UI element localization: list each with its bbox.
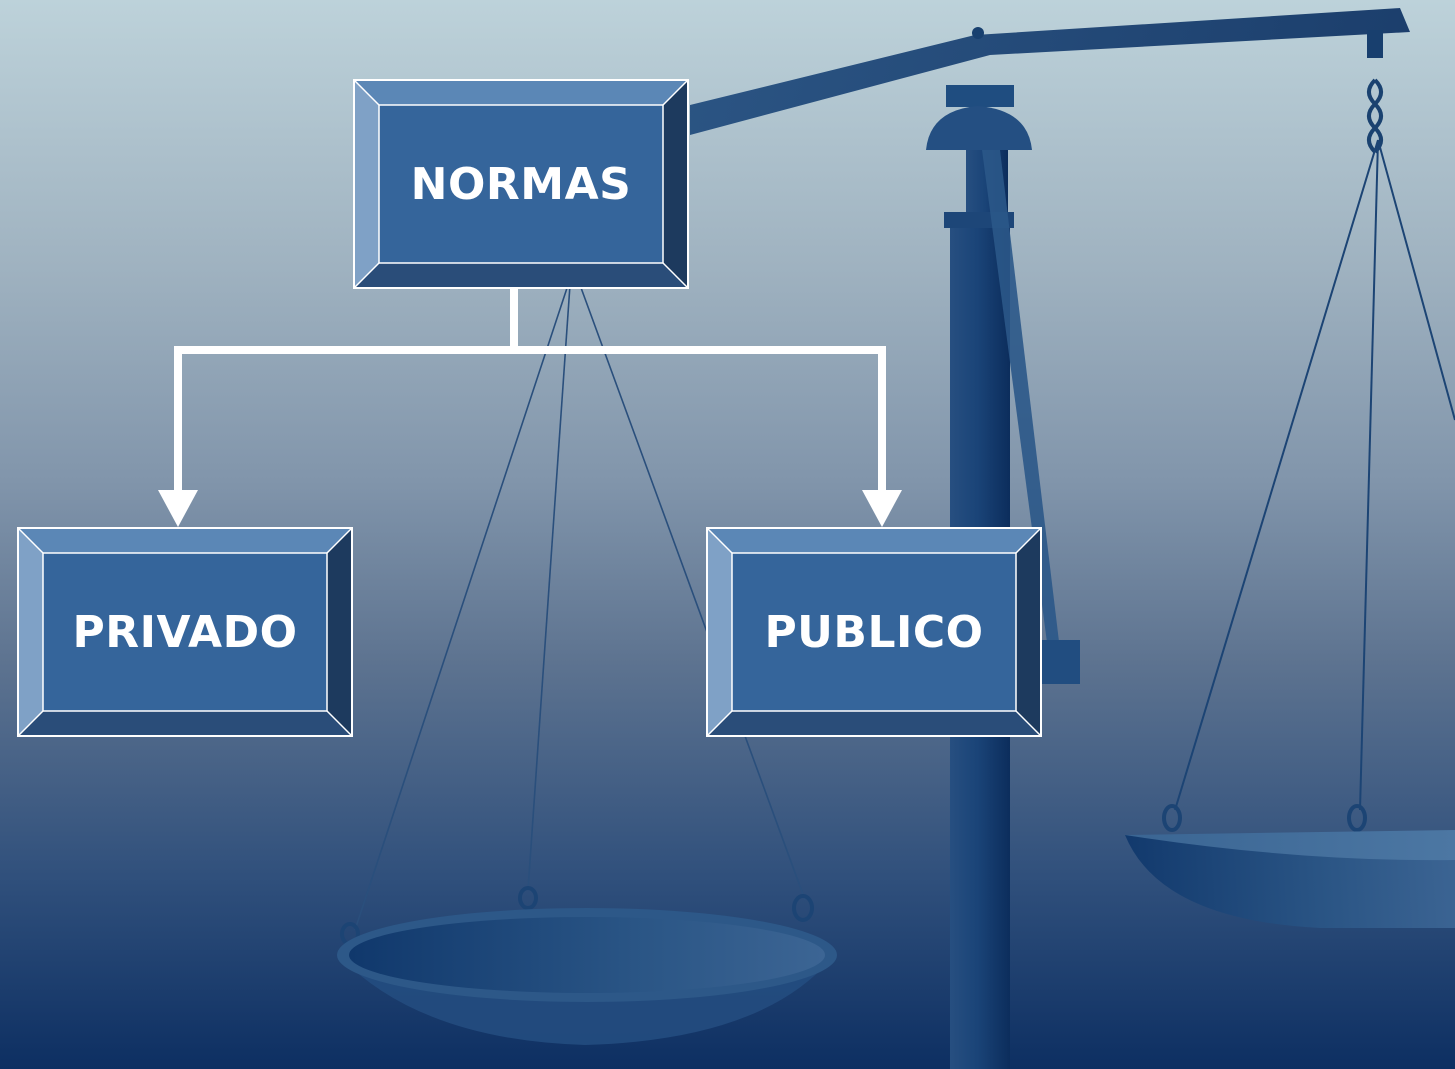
node-publico-frame bbox=[706, 527, 1042, 737]
node-privado-frame bbox=[17, 527, 353, 737]
node-publico-label: PUBLICO bbox=[764, 606, 984, 658]
node-privado: PRIVADO bbox=[17, 527, 353, 737]
node-normas: NORMAS bbox=[353, 79, 689, 289]
left-arrowhead bbox=[158, 490, 198, 527]
node-normas-frame bbox=[353, 79, 689, 289]
right-arrowhead bbox=[862, 490, 902, 527]
node-privado-label: PRIVADO bbox=[72, 606, 298, 658]
node-publico: PUBLICO bbox=[706, 527, 1042, 737]
node-normas-label: NORMAS bbox=[410, 158, 632, 210]
